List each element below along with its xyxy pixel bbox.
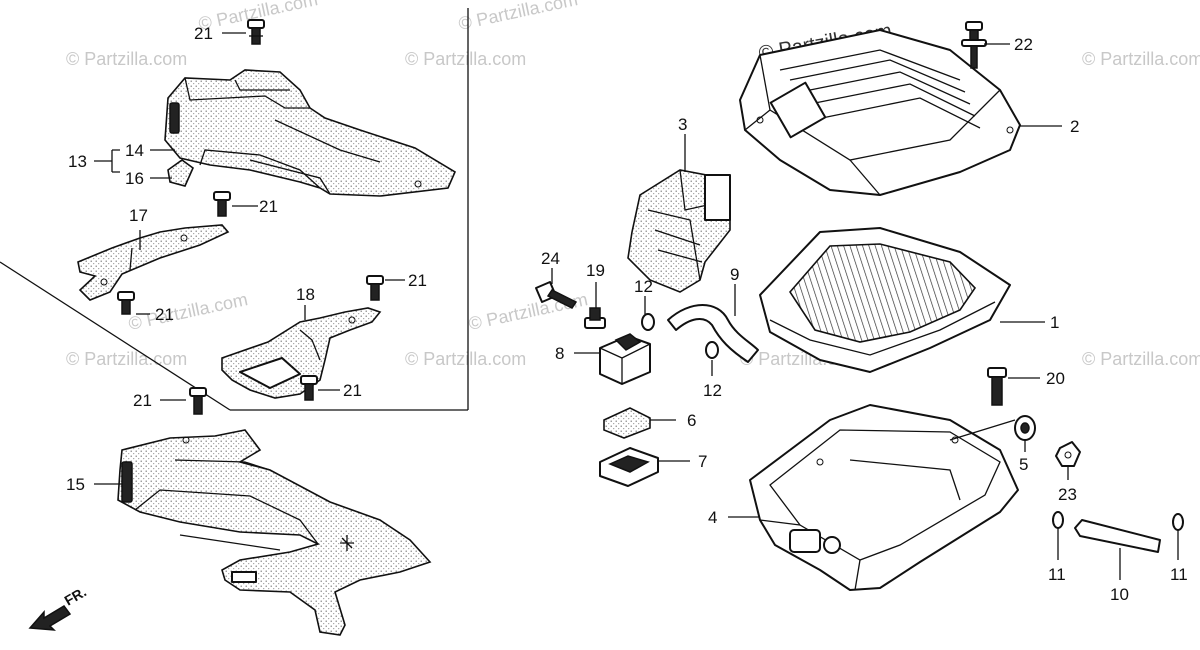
grommet-5 bbox=[1014, 415, 1036, 441]
callout-4: 4 bbox=[708, 508, 717, 527]
watermark-text: © Partzilla.com bbox=[405, 49, 526, 69]
screw-20 bbox=[987, 367, 1007, 406]
air-filter-element bbox=[759, 227, 1011, 373]
callout-12: 12 bbox=[634, 277, 653, 296]
callout-21: 21 bbox=[194, 24, 213, 43]
bolt-19 bbox=[584, 307, 606, 329]
front-direction-arrow bbox=[28, 605, 72, 631]
callout-19: 19 bbox=[586, 261, 605, 280]
bolt-24 bbox=[535, 281, 578, 309]
air-cleaner-case bbox=[749, 404, 1019, 591]
air-cleaner-cover bbox=[739, 29, 1021, 196]
watermark-text: © Partzilla.com bbox=[457, 0, 580, 34]
callout-14: 14 bbox=[125, 141, 144, 160]
callout-9: 9 bbox=[730, 265, 739, 284]
callout-5: 5 bbox=[1019, 455, 1028, 474]
callout-2: 2 bbox=[1070, 117, 1079, 136]
callout-3: 3 bbox=[678, 115, 687, 134]
watermark-text: © Partzilla.com bbox=[66, 349, 187, 369]
watermark-text: © Partzilla.com bbox=[467, 289, 590, 334]
callout-20: 20 bbox=[1046, 369, 1065, 388]
screws-21 bbox=[117, 19, 384, 415]
leader-lines bbox=[94, 32, 1179, 580]
callout-7: 7 bbox=[698, 452, 707, 471]
callout-1: 1 bbox=[1050, 313, 1059, 332]
callout-labels: 1 2 3 4 5 6 7 8 9 10 11 11 12 12 13 14 1… bbox=[62, 24, 1188, 609]
callout-15: 15 bbox=[66, 475, 85, 494]
callout-21: 21 bbox=[133, 391, 152, 410]
watermark-text: © Partzilla.com bbox=[1082, 49, 1200, 69]
front-label: FR. bbox=[62, 583, 90, 608]
insulator-pad bbox=[167, 159, 194, 187]
watermark-text: © Partzilla.com bbox=[405, 349, 526, 369]
watermark-text: © Partzilla.com bbox=[66, 49, 187, 69]
upper-heat-shield bbox=[164, 69, 457, 197]
bracket-18 bbox=[221, 307, 382, 399]
callout-22: 22 bbox=[1014, 35, 1033, 54]
clamps-12 bbox=[641, 313, 719, 359]
nut-23 bbox=[1055, 441, 1081, 467]
lower-heat-shield bbox=[117, 429, 432, 636]
pad-6 bbox=[603, 407, 651, 439]
callout-16: 16 bbox=[125, 169, 144, 188]
callout-6: 6 bbox=[687, 411, 696, 430]
inset-border bbox=[0, 8, 469, 411]
breather-hose bbox=[667, 304, 759, 363]
watermarks: © Partzilla.com © Partzilla.com © Partzi… bbox=[66, 0, 1200, 369]
callout-21: 21 bbox=[155, 305, 174, 324]
callout-11: 11 bbox=[1170, 565, 1188, 584]
callout-23: 23 bbox=[1058, 485, 1077, 504]
callout-12: 12 bbox=[703, 381, 722, 400]
bracket-17 bbox=[77, 224, 230, 301]
drain-hose bbox=[1074, 519, 1161, 553]
callout-11: 11 bbox=[1048, 565, 1066, 584]
callout-24: 24 bbox=[541, 249, 560, 268]
callout-17: 17 bbox=[129, 206, 148, 225]
watermark-text: © Partzilla.com bbox=[1082, 349, 1200, 369]
callout-21: 21 bbox=[408, 271, 427, 290]
intake-duct bbox=[627, 169, 731, 293]
tray-7 bbox=[599, 447, 659, 487]
clips-11 bbox=[1052, 511, 1184, 531]
callout-10: 10 bbox=[1110, 585, 1129, 604]
component-8 bbox=[599, 333, 651, 385]
callout-21: 21 bbox=[343, 381, 362, 400]
watermark-text: © Partzilla.com bbox=[127, 289, 250, 334]
callout-18: 18 bbox=[296, 285, 315, 304]
callout-8: 8 bbox=[555, 344, 564, 363]
callout-21: 21 bbox=[259, 197, 278, 216]
callout-13: 13 bbox=[68, 152, 87, 171]
screw-22 bbox=[961, 21, 987, 69]
